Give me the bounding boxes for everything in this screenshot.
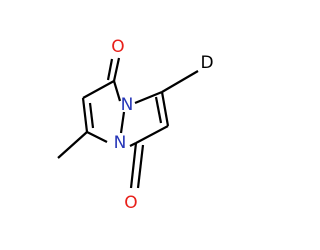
bond-cd-c5 (160, 91, 170, 127)
atom-deuterium: D (200, 53, 213, 73)
bond-cd-c5-double (154, 96, 163, 124)
atom-oxygen-bottom: O (124, 193, 137, 213)
bond-c2-c3 (81, 97, 89, 133)
atom-oxygen-top: O (111, 37, 124, 57)
bond-c1-c2 (82, 80, 115, 99)
bond-c1-otop-double (106, 58, 114, 81)
bond-c2-c3-double (88, 102, 95, 129)
bond-c3-nlower (86, 131, 108, 143)
bond-c1-otop (112, 57, 121, 82)
atom-nitrogen-upper: N (121, 95, 134, 115)
molecule-drawing: O N N D O (57, 37, 214, 213)
bond-c6-obottom (129, 142, 138, 189)
bond-cd-d (161, 70, 199, 93)
bond-c1-nupper (112, 80, 122, 102)
structure-diagram: O N N D O (57, 37, 214, 213)
bond-nupper-cd (134, 90, 163, 105)
bond-c6-obottom-double (136, 144, 145, 189)
bond-n-n (119, 111, 126, 134)
atom-nitrogen-lower: N (114, 133, 127, 153)
bond-c5-c6 (135, 125, 169, 144)
bond-methyl (57, 131, 88, 159)
